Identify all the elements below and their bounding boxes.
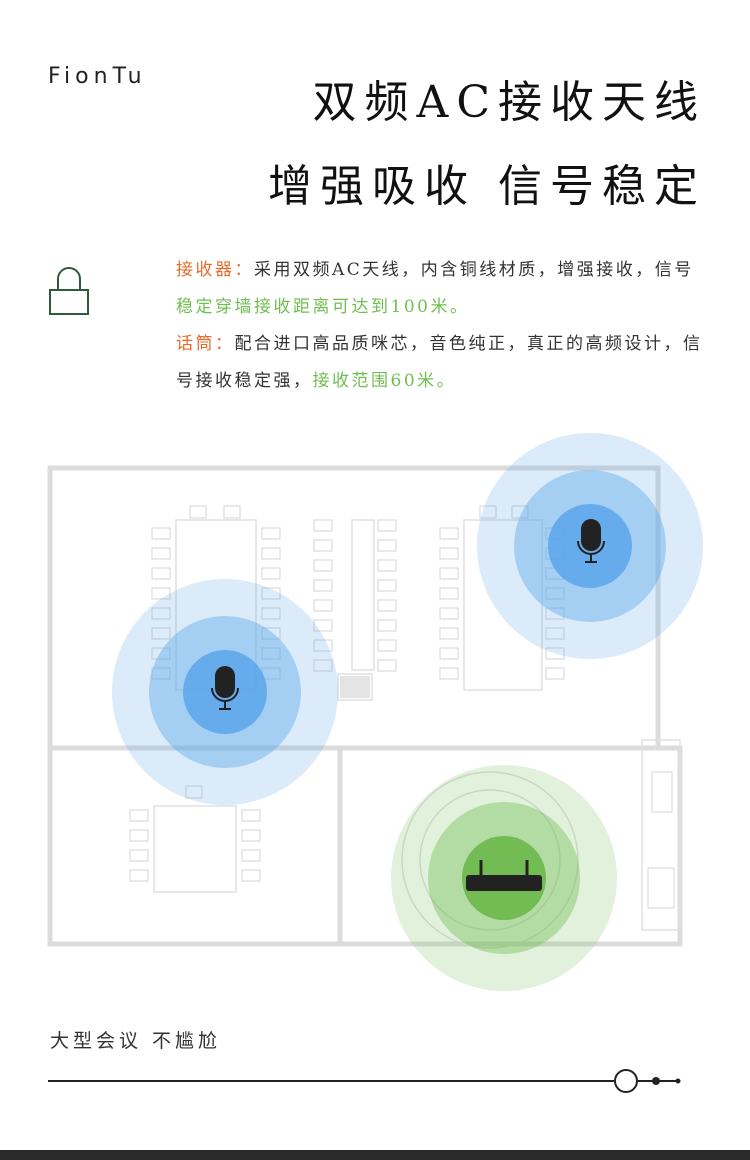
lock-icon (49, 267, 89, 315)
mic-highlight: 接收范围60米。 (312, 371, 457, 391)
bottom-bar (0, 1150, 750, 1160)
decorative-line (48, 1069, 681, 1093)
brand-logo: FionTu (48, 64, 147, 89)
receiver-text: 采用双频AC天线，内含铜线材质，增强接收，信号 (254, 260, 694, 280)
title-line-1: 双频AC接收天线 (312, 77, 706, 128)
description: 接收器：采用双频AC天线，内含铜线材质，增强接收，信号稳定穿墙接收距离可达到10… (176, 252, 706, 400)
microphone-icon (211, 666, 239, 710)
receiver-icon (466, 860, 542, 891)
mic-label: 话筒： (176, 334, 235, 354)
receiver-label: 接收器： (176, 260, 254, 280)
microphone-icon (577, 519, 605, 563)
footer-text: 大型会议 不尴尬 (50, 1030, 222, 1052)
floor-plan (47, 433, 703, 991)
title-line-2: 增强吸收 信号稳定 (268, 161, 706, 212)
receiver-highlight: 稳定穿墙接收距离可达到100米。 (176, 297, 470, 317)
mic-text: 配合进口高品质咪芯，音色纯正，真正的高频设计，信号接收稳定强， (176, 334, 703, 391)
